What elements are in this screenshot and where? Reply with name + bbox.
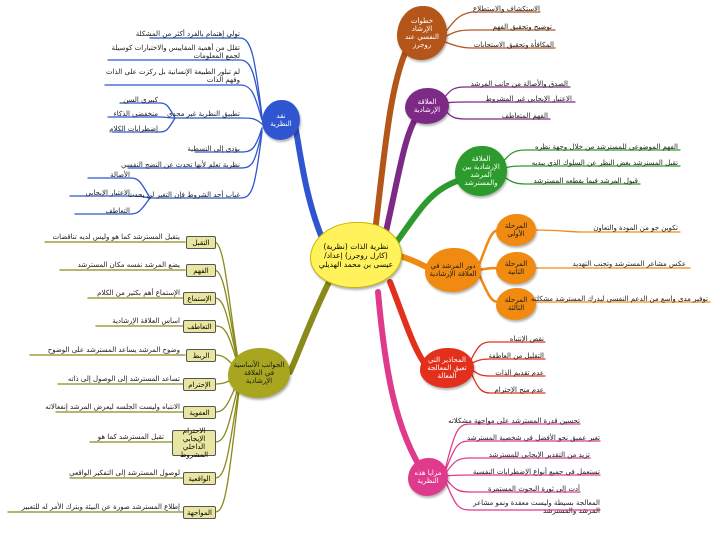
branch-relationship[interactable]: العلاقة الإرشادية	[405, 88, 449, 124]
fundamental-text-confrontation: إطلاع المسترشد صورة عن البيئة وبترك الأم…	[21, 503, 180, 511]
fundamental-label-acceptance[interactable]: التقبل	[186, 236, 216, 249]
counselor-client-item-2: تقبل المسترشد بغض النظر عن السلوك الذي ي…	[531, 159, 678, 167]
advantage-4: تستعمل في جميع أنواع الإضطرابات النفسية	[472, 468, 600, 476]
stage-2-text: عكس مشاعر المسترشد وتجنب التهديد	[572, 260, 686, 268]
stage-1[interactable]: المرحلة الأولى	[496, 214, 536, 246]
stage-3[interactable]: المرحلة الثالثة	[496, 288, 536, 320]
link-advantages	[375, 289, 428, 478]
fundamental-text-listening: الإستماع أهم بكثير من الكلام	[97, 289, 180, 297]
criticism-item-3: لم تبلور الطبيعة الإنسانية بل ركزت على ا…	[105, 68, 240, 84]
fundamental-label-listening[interactable]: الإستماع	[183, 292, 216, 305]
pitfall-3: عدم تقديم الذات	[495, 369, 544, 377]
condition-genuineness: الأصالة	[110, 171, 130, 179]
branch-fundamentals[interactable]: الجوانب الأساسية في العلاقة الإرشادية	[228, 348, 290, 398]
fundamental-text-realism: لوصول المسترشد إلى التفكير الواقعي	[69, 469, 180, 477]
fundamental-label-understanding[interactable]: الفهم	[186, 264, 216, 277]
advantage-6: المعالجة بسيطة وليست معقدة ونمو مشاعر ال…	[473, 499, 600, 515]
counseling-step-1: الاستكشاف والاستطلاع	[472, 5, 540, 13]
fundamental-text-understanding: يضع المرشد نفسه مكان المسترشد	[77, 261, 180, 269]
stage-1-text: تكوين جو من المودة والتعاون	[593, 224, 678, 232]
fundamental-text-positive-regard: تقبل المسترشد كما هو	[97, 433, 164, 441]
relationship-item-3: الفهم المتعاطف	[501, 112, 548, 120]
relationship-item-1: الصدق والأصالة من جانب المرشد	[470, 80, 568, 88]
criticism-not-useful: تطبيق النظرية غير مجدي	[167, 110, 240, 118]
not-useful-elderly: كبيري السن	[123, 96, 158, 104]
stage-3-text: توفير مدى واسع من الدعم النفسي ليدرك الم…	[531, 295, 708, 303]
branch-counselor-role[interactable]: دور المرشد في العلاقة الإرشادية	[425, 248, 481, 292]
branch-counselor-client[interactable]: العلاقة الإرشادية بين المرشد والمسترشد	[455, 146, 507, 196]
not-useful-speech: إضطرابات الكلام	[109, 125, 158, 133]
advantage-2: تغير عميق نحو الأفضل في شخصية المسترشد	[467, 434, 600, 442]
pitfall-1: نقص الإنتباه	[509, 335, 544, 343]
fundamental-text-acceptance: يتقبل المسترشد كما هو وليس لديه تناقضات	[52, 233, 180, 241]
branch-counseling-steps[interactable]: خطوات الإرشاد النفسي عند روجرز	[397, 6, 447, 60]
fundamental-label-realism[interactable]: الواقعية	[183, 472, 216, 485]
fundamental-text-respect: تساعد المسترشد إلى الوصول إلى ذاته	[67, 375, 180, 383]
link-counselor-client	[392, 177, 463, 247]
pitfall-2: التقليل من العاطفة	[488, 352, 544, 360]
fundamental-label-respect[interactable]: الإحترام	[183, 378, 216, 391]
link-counseling-steps	[372, 39, 413, 235]
fundamental-text-empathy: اساس العلاقة الإرشادية	[112, 317, 180, 325]
counseling-step-2: توضيح وتحقيق الفهم	[492, 23, 552, 31]
fundamental-label-linking[interactable]: الربط	[186, 349, 216, 362]
not-useful-low-iq: منخفضي الذكاء	[113, 110, 158, 118]
fundamental-text-linking: وضوح المرشد يساعد المسترشد على الوضوح	[47, 346, 180, 354]
criticism-conditions: غياب أحد الشروط فإن التغير لن يحدث	[127, 191, 240, 199]
condition-empathy: التعاطف	[105, 207, 130, 215]
criticism-superficial: يؤدي إلى التسطية	[187, 145, 240, 153]
relationship-item-2: الاعتبار الإيجابي غير المشروط	[485, 95, 572, 103]
fundamental-label-spontaneity[interactable]: العفوية	[183, 406, 216, 419]
counselor-client-item-1: الفهم الموضوعي للمسترشد من خلال وجهة نظر…	[535, 143, 678, 151]
criticism-item-1: تولي إهتمام بالفرد أكثر من المشكلة	[135, 30, 240, 38]
branch-advantages[interactable]: مزايا هذه النظرية	[408, 458, 448, 496]
advantage-3: تزيد من التقدير الإيجابي للمسترشد	[488, 451, 590, 459]
fundamental-text-spontaneity: الانتباه وليست الجلسه ليعرض المرشد إنفعا…	[45, 403, 180, 411]
branch-criticism[interactable]: نقد النظرية	[262, 100, 300, 140]
fundamental-label-empathy[interactable]: التعاطف	[183, 320, 216, 333]
link-criticism	[292, 122, 328, 248]
condition-positive-regard: الاعتبار الإيجابي	[85, 189, 130, 197]
branch-pitfalls[interactable]: المحاذير التي تعيق المعالجة الفعالة	[420, 348, 474, 388]
stage-2[interactable]: المرحلة الثانية	[496, 252, 536, 284]
counseling-step-3: المكافأة وتحقيق الاستجابات	[473, 41, 554, 49]
fundamental-label-positive-regard[interactable]: الاحترام الإيجابي الداخلي المشروط	[172, 427, 216, 459]
link-fundamentals	[287, 277, 333, 375]
pitfall-4: عدم منح الإحترام	[494, 386, 544, 394]
advantage-1: تحسين قدرة المسترشد على مواجهة مشكلاته	[448, 417, 580, 425]
counselor-client-item-3: قبول المرشد فيما يقطعه المسترشد	[533, 177, 638, 185]
fundamental-label-confrontation[interactable]: المواجهة	[183, 506, 216, 519]
advantage-5: أدت إلى ثورة البحوث المستمرة	[487, 485, 580, 493]
criticism-item-2: تقلل من أهمية المقاييس والاختبارات كوسيل…	[111, 44, 240, 60]
criticism-learning-theory: نظرية تعلم لأنها تحدث عن النضج النفسي	[120, 161, 240, 169]
central-topic[interactable]: نظرية الذات (نظرية) (كارل روجرز) إعداد/ …	[310, 222, 402, 288]
